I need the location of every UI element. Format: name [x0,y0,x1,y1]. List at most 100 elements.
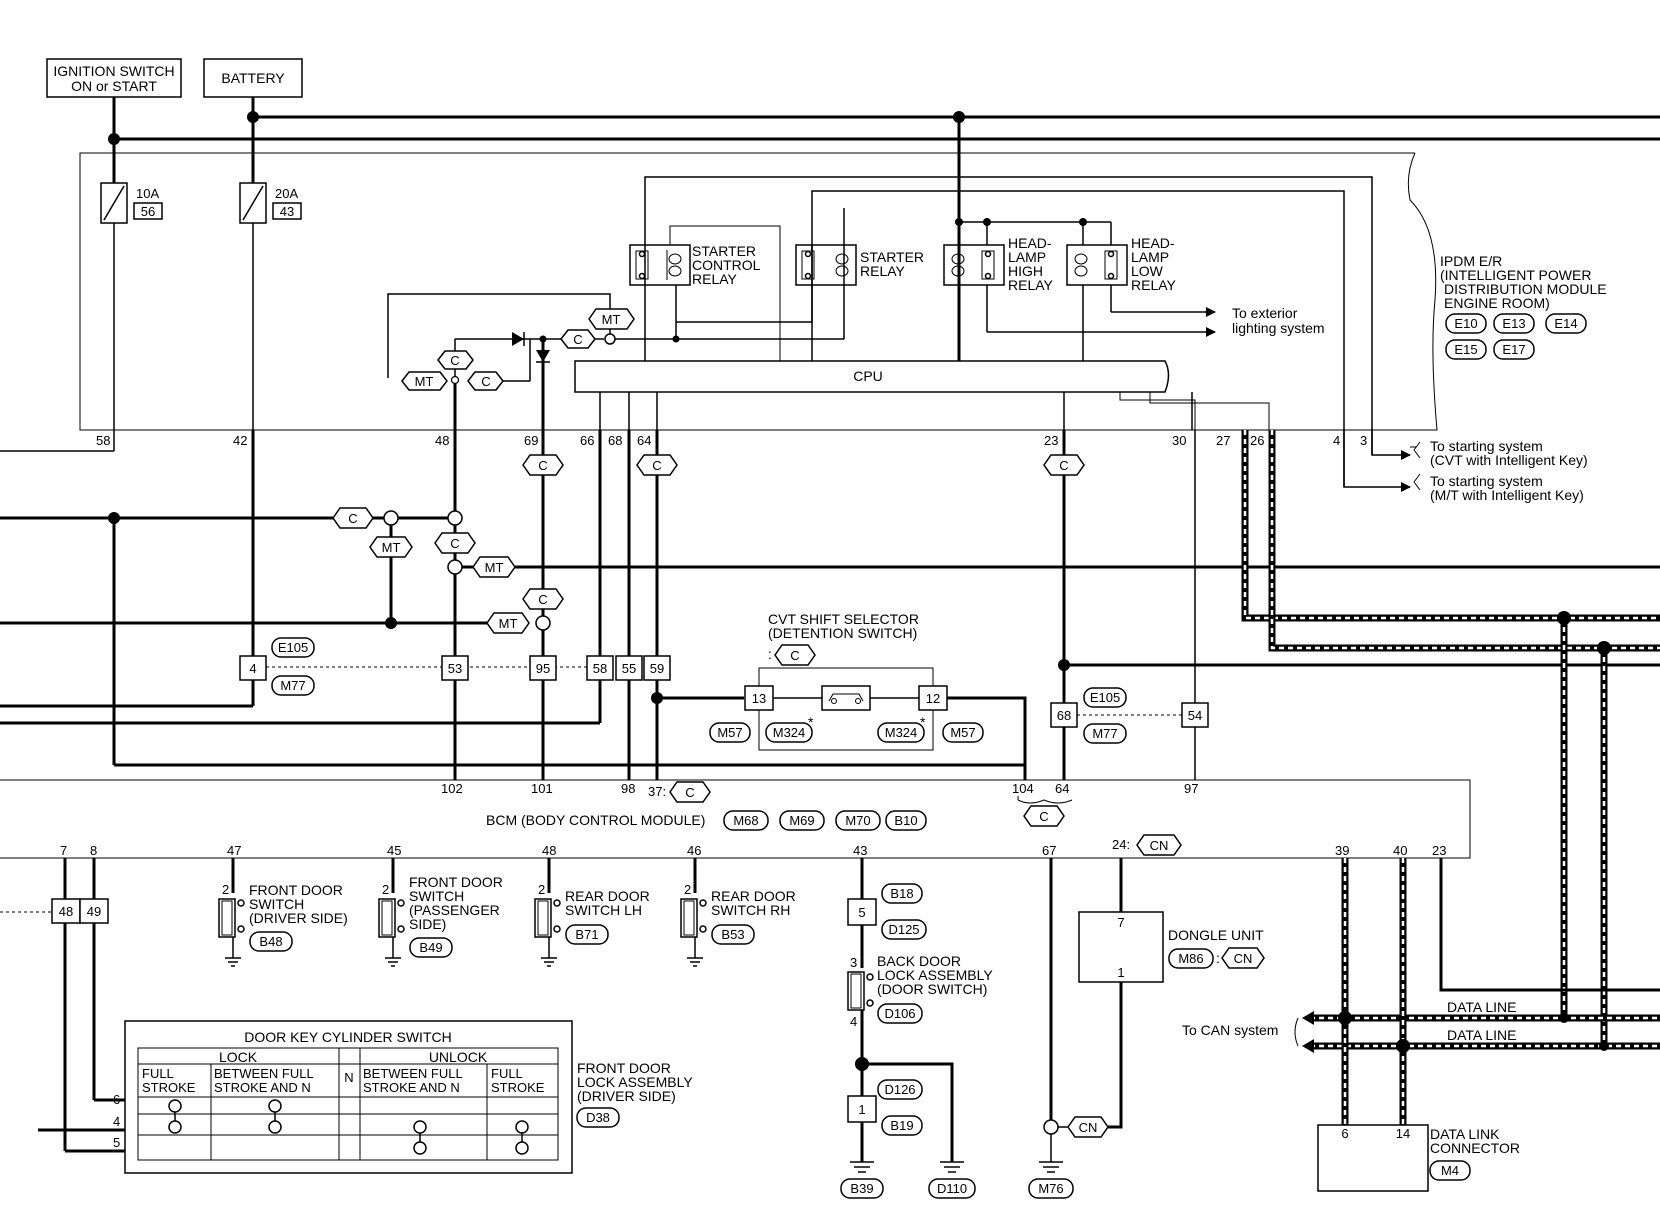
fds-driver-l1: FRONT DOOR [249,882,343,898]
fds-driver-pin: 2 [222,882,229,897]
starter-control-relay-l3: RELAY [692,271,738,287]
ipdm-l3: DISTRIBUTION MODULE [1444,281,1607,297]
dlc-pin-6: 6 [1341,1126,1348,1141]
starter-relay: STARTER RELAY [795,244,924,286]
dongle-label: DONGLE UNIT [1168,927,1264,943]
start-cvt-l2: (CVT with Intelligent Key) [1430,452,1588,468]
bdl-conn-d125: D125 [888,922,919,937]
dkc-col1-l1: FULL [142,1066,174,1081]
starter-relay-l1: STARTER [860,249,924,265]
ipdm-pin-4: 4 [1333,433,1340,448]
dongle-conn-m86: M86 [1178,951,1203,966]
joint-pin-49: 49 [87,904,101,919]
ipdm-label: IPDM E/R (INTELLIGENT POWER DISTRIBUTION… [1440,253,1607,360]
hl-relay-l3: LOW [1131,263,1164,279]
front-door-lock-assembly: FRONT DOOR LOCK ASSEMBLY (DRIVER SIDE) D… [576,1060,693,1128]
fuse-20a: 20A 43 [239,117,302,430]
cvt-conn-m57-l: M57 [717,725,742,740]
harness-right-top: E105 [1090,690,1120,705]
harness-pin-68: 68 [1057,708,1071,723]
battery-label: BATTERY [221,70,285,86]
ipdm-internal-wiring: To exterior lighting system [387,117,1411,492]
tag-mt-95: MT [499,616,518,631]
rds-lh-conn: B71 [575,927,598,942]
bcm-pin-24: 24: [1112,837,1130,852]
bcm-module: 102 101 98 37: C 104 64 C 97 BCM (BODY C… [0,779,1471,859]
dongle-unit: M76 7 1 CN DONGLE UNIT M86 : CN [1028,858,1265,1199]
dkc-row-4: 4 [113,1114,120,1129]
dlc-l2: CONNECTOR [1430,1140,1520,1156]
harness-connector-right: 68 54 E105 M77 [1050,687,1209,744]
ipdm-pin-30: 30 [1172,433,1186,448]
dongle-tag-cn: CN [1079,1120,1098,1135]
dlc-l1: DATA LINK [1430,1126,1500,1142]
can-data-lines: DATA LINE DATA LINE To CAN system [1182,430,1660,1125]
dkc-col3-l1: BETWEEN FULL [363,1066,463,1081]
harness-pin-59: 59 [650,661,664,676]
ipdm-pin-48: 48 [435,433,449,448]
cvt-pin-12: 12 [926,691,940,706]
tag-c-1: C [573,332,582,347]
bcm-pin-64: 64 [1055,781,1069,796]
bcm-pin-23: 23 [1432,843,1446,858]
bcm-pin-104: 104 [1012,781,1034,796]
bdl-conn-d126: D126 [884,1082,915,1097]
door-key-cylinder-switch: DOOR KEY CYLINDER SWITCH LOCK UNLOCK N F… [113,1020,573,1174]
cvt-label-2: (DETENTION SWITCH) [768,625,917,641]
dkc-unlock: UNLOCK [429,1049,488,1065]
bdl-pin-4: 4 [850,1014,857,1029]
bcm-conn-m68: M68 [733,813,758,828]
ignition-label-1: IGNITION SWITCH [53,63,174,79]
bdl-ground-b39: B39 [850,1181,873,1196]
bcm-pin-37: 37: [648,784,666,799]
harness-pin-53: 53 [448,661,462,676]
ipdm-l1: IPDM E/R [1440,253,1502,269]
can-label: To CAN system [1182,1022,1278,1038]
dkc-lock: LOCK [219,1049,258,1065]
dkc-col4-l1: FULL [491,1066,523,1081]
dongle-pin-7: 7 [1117,915,1124,930]
bcm-pin-40: 40 [1393,843,1407,858]
bdl-conn-d106: D106 [884,1006,915,1021]
dlc-pin-14: 14 [1396,1126,1410,1141]
bdl-pin-5: 5 [858,905,865,920]
ipdm-conn-e17: E17 [1502,342,1525,357]
hl-relay-l2: LAMP [1131,249,1169,265]
bcm-pin-102: 102 [441,781,463,796]
harness-left-bottom: M77 [280,678,305,693]
can-data-line-1: DATA LINE [1447,999,1517,1015]
ipdm-outline [79,152,1438,431]
dkc-n: N [344,1070,353,1085]
ipdm-pin-69: 69 [524,433,538,448]
tag-c-95: C [538,592,547,607]
bcm-pin-101: 101 [531,781,553,796]
bdl-conn-b18: B18 [890,886,913,901]
fuse-10a-num: 56 [141,204,155,219]
cvt-conn-m57-r: M57 [950,725,975,740]
ipdm-pin-58: 58 [96,433,110,448]
exterior-label-1: To exterior [1232,305,1298,321]
bcm-pin-67: 67 [1042,843,1056,858]
dkc-col3-l2: STROKE AND N [363,1080,460,1095]
rds-lh-l2: SWITCH LH [565,902,642,918]
cvt-tag-c: C [790,648,799,663]
ipdm-l2: (INTELLIGENT POWER [1440,267,1591,283]
bcm-label: BCM (BODY CONTROL MODULE) [486,812,705,828]
fdl-l1: FRONT DOOR [577,1060,671,1076]
bcm-pin-8: 8 [90,843,97,858]
ipdm-conn-e10: E10 [1454,316,1477,331]
fds-pass-conn: B49 [419,940,442,955]
hl-relay-l4: RELAY [1131,277,1177,293]
rds-rh-conn: B53 [721,927,744,942]
starter-control-relay-l1: STARTER [692,243,756,259]
mid-wiring [0,430,1660,780]
bcm-pin-7: 7 [60,843,67,858]
rds-lh-pin: 2 [538,882,545,897]
headlamp-high-relay: HEAD- LAMP HIGH RELAY [943,235,1054,293]
rds-rh-l1: REAR DOOR [711,888,796,904]
exterior-label-2: lighting system [1232,320,1325,336]
bcm-conn-m70: M70 [845,813,870,828]
fds-pass-l3: (PASSENGER [409,902,500,918]
hh-relay-l4: RELAY [1008,277,1054,293]
